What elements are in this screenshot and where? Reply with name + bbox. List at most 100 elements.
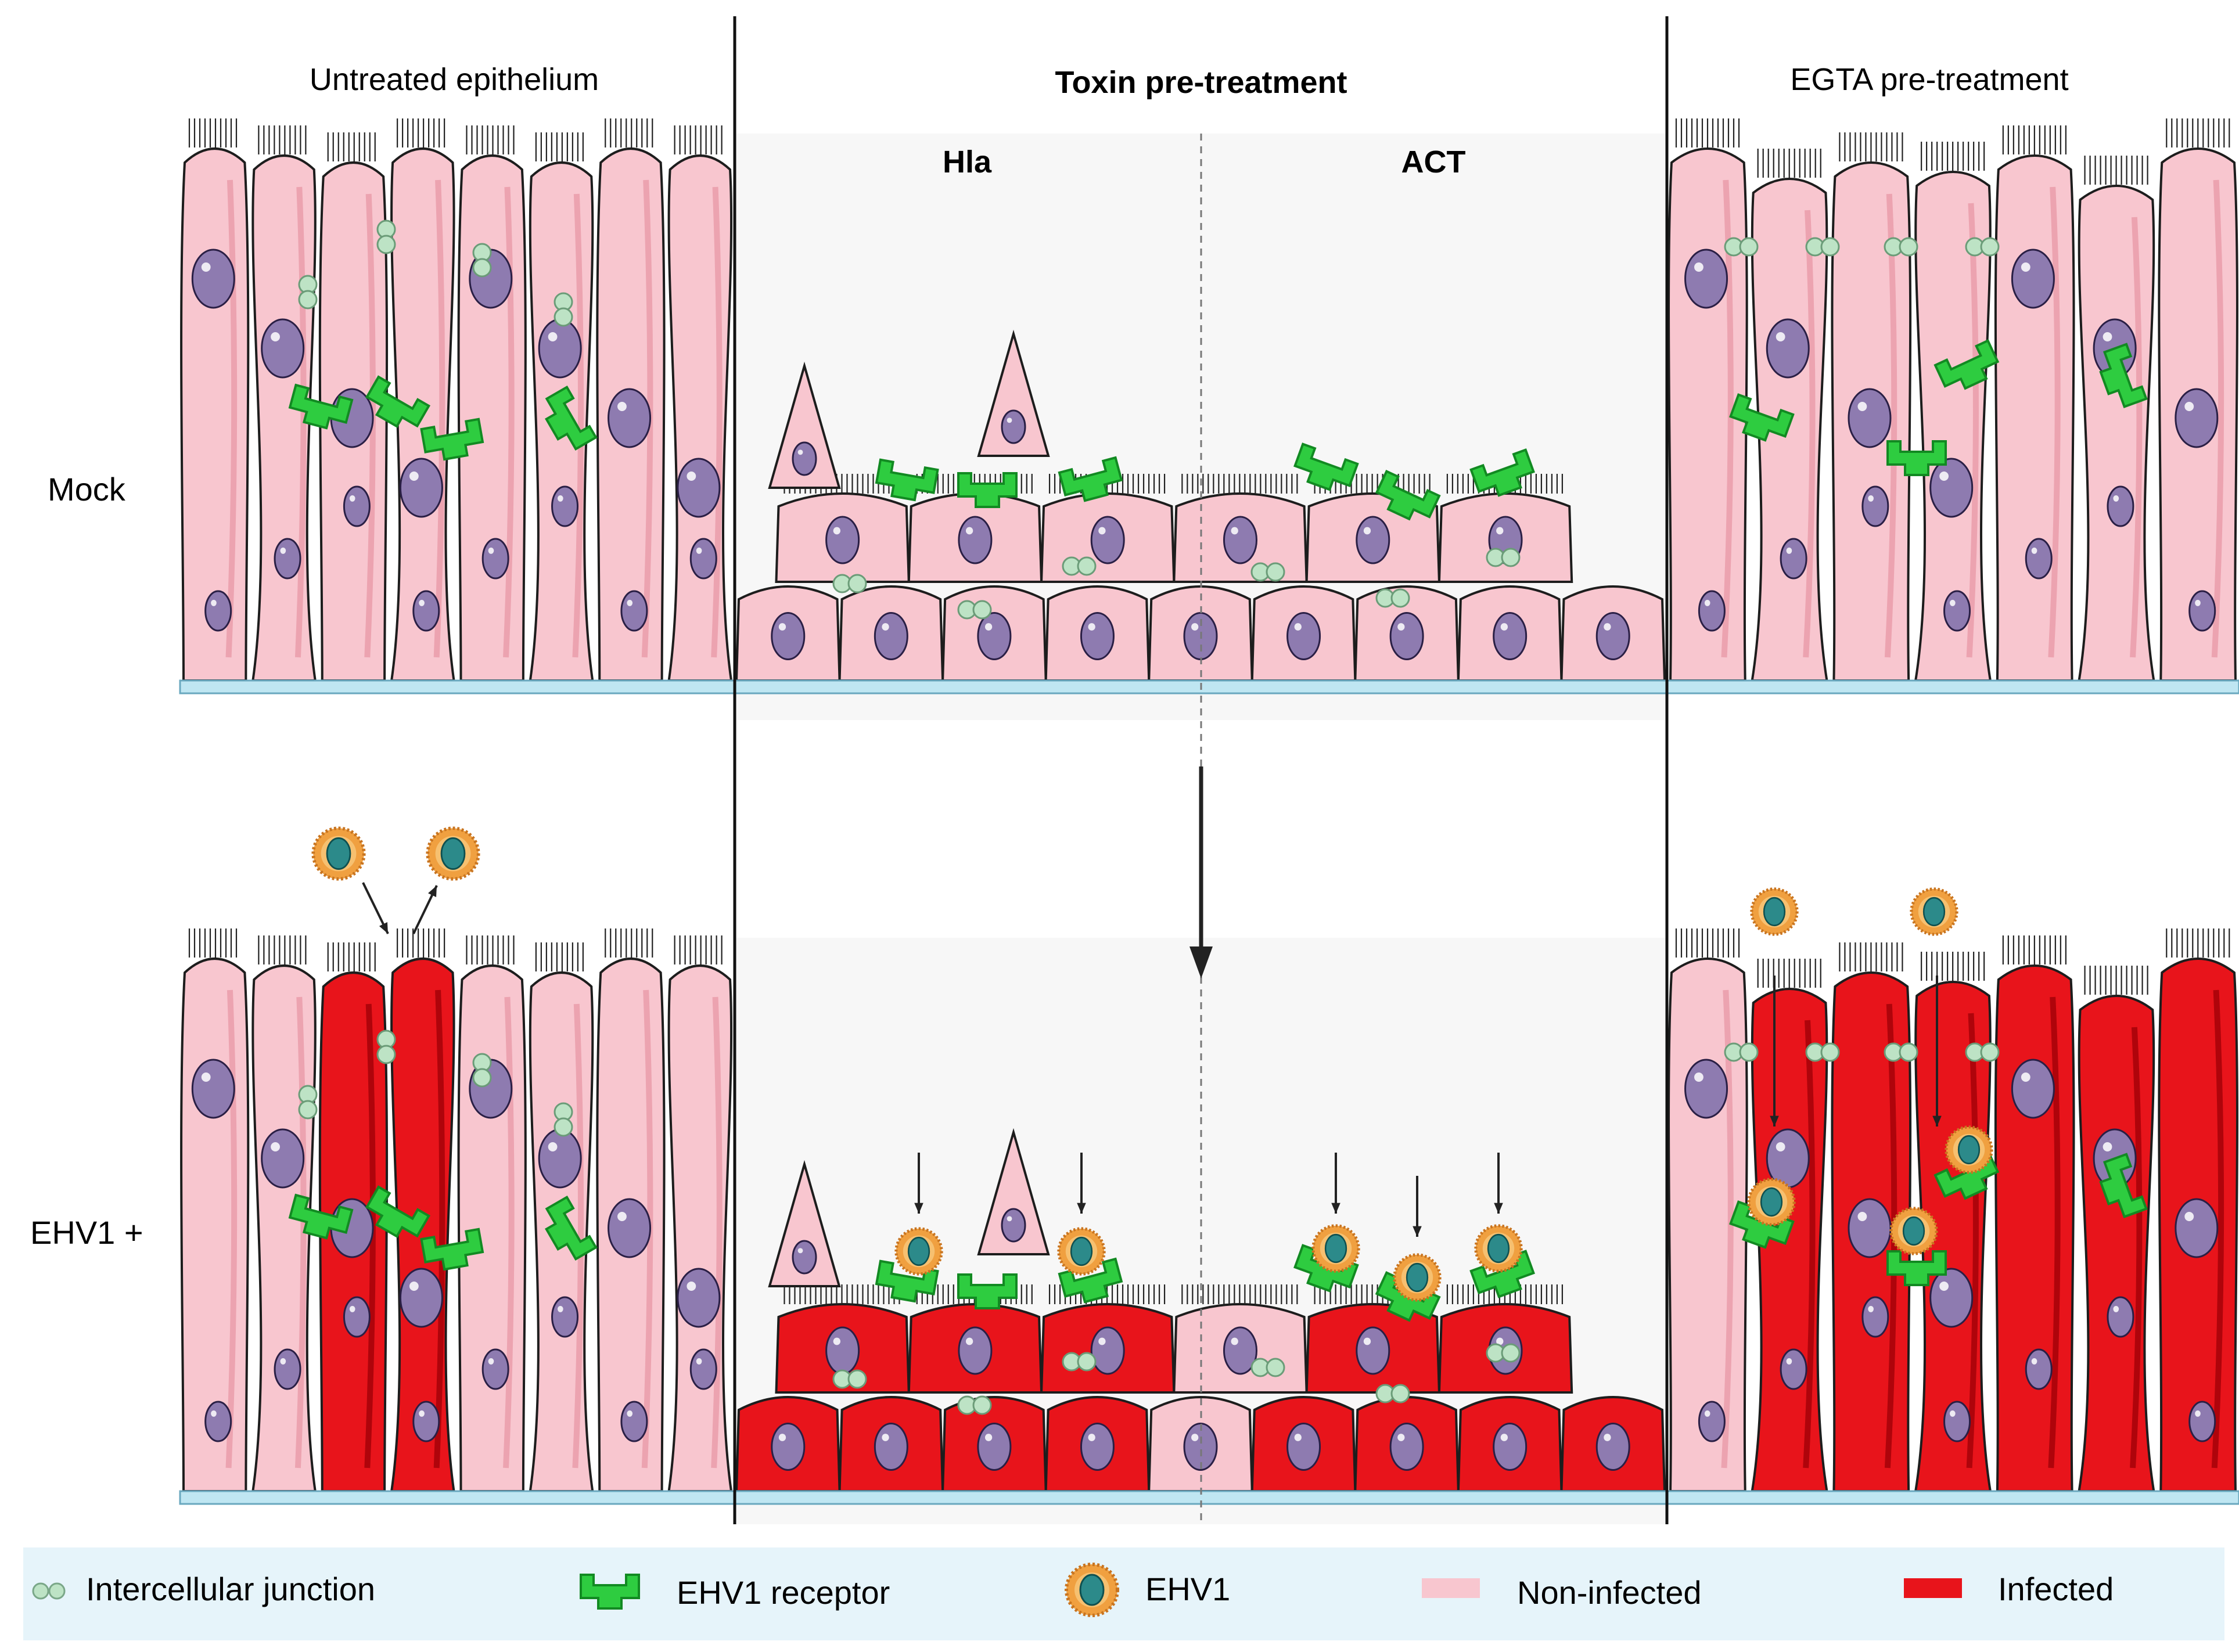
- entry-arrow-head: [1494, 1203, 1503, 1214]
- nucleus: [261, 1128, 305, 1189]
- nucleus: [825, 516, 860, 564]
- nucleus-highlight: [833, 1337, 840, 1345]
- nucleus: [551, 485, 579, 527]
- ehv1-receptor: [288, 1193, 354, 1240]
- noninfected-swatch: [1422, 1578, 1480, 1598]
- intercellular-junction: [1375, 588, 1410, 608]
- nucleus-highlight: [1776, 332, 1785, 341]
- intercellular-junction: [1884, 237, 1918, 257]
- detached-cell: [977, 329, 1050, 457]
- legend-bar: [23, 1547, 2224, 1640]
- cilia: [188, 928, 238, 958]
- nucleus-highlight: [965, 1337, 973, 1345]
- cilia: [1839, 942, 1903, 971]
- intercellular-junction: [1884, 1042, 1918, 1062]
- receptor-body: [2099, 1153, 2148, 1218]
- nucleus-highlight: [1294, 623, 1302, 631]
- cilia: [2002, 125, 2067, 154]
- intercellular-junction: [1062, 1352, 1097, 1372]
- nucleus: [399, 458, 443, 518]
- heading-egta: EGTA pre-treatment: [1790, 62, 2068, 97]
- nucleus-highlight: [1704, 1410, 1710, 1417]
- nucleus: [1389, 612, 1424, 660]
- basement-membrane-bottom: [179, 1490, 2239, 1505]
- cilia: [674, 125, 723, 154]
- ehv1-receptor: [1886, 1250, 1947, 1286]
- ehv1-receptor: [2099, 343, 2148, 408]
- cell-shading: [1884, 193, 1897, 658]
- nucleus-highlight: [211, 599, 217, 606]
- junction-dot: [472, 1068, 492, 1088]
- virus-icon: [1065, 1563, 1119, 1617]
- nucleus: [1943, 1401, 1971, 1442]
- nucleus: [1389, 1423, 1424, 1471]
- cilia: [188, 118, 238, 147]
- basement-membrane-top: [179, 679, 2239, 694]
- nucleus-highlight: [1776, 1142, 1785, 1151]
- receptor-body: [1058, 1257, 1123, 1304]
- nucleus: [1861, 1296, 1889, 1338]
- intercellular-junction: [298, 1085, 318, 1120]
- cilia: [605, 118, 653, 147]
- nucleus: [412, 590, 440, 632]
- nucleus: [1001, 1208, 1026, 1243]
- cell-shading: [1966, 203, 1979, 658]
- receptor-body: [545, 385, 598, 451]
- intercellular-junction: [1486, 548, 1521, 567]
- nucleus: [689, 538, 717, 580]
- nucleus-highlight: [778, 623, 786, 631]
- nucleus: [2188, 590, 2216, 632]
- nucleus-highlight: [271, 1142, 280, 1151]
- nucleus-highlight: [349, 1305, 355, 1312]
- nucleus-highlight: [797, 449, 803, 455]
- egta-mock-epithelium: [1667, 118, 2238, 682]
- nucleus-highlight: [1786, 547, 1792, 554]
- heading-toxin: Toxin pre-treatment: [1055, 65, 1347, 100]
- nucleus: [481, 1348, 509, 1390]
- nucleus: [2188, 1401, 2216, 1442]
- junction-dot: [847, 1369, 867, 1389]
- virion-capsid: [1957, 1135, 1981, 1165]
- ehv1-receptor: [365, 1185, 431, 1238]
- virion-capsid: [907, 1236, 930, 1266]
- nucleus: [792, 1240, 817, 1275]
- cilia: [397, 928, 445, 958]
- junction-dot: [1266, 562, 1285, 582]
- cell-shading: [433, 179, 445, 658]
- entry-arrow-head: [427, 886, 437, 897]
- intercellular-junction: [1724, 1042, 1759, 1062]
- cilia: [258, 125, 307, 154]
- nucleus-highlight: [1397, 623, 1405, 631]
- transition-arrow-head: [1189, 946, 1213, 978]
- nucleus: [538, 1128, 582, 1189]
- virion-capsid: [326, 837, 351, 870]
- ehv1-receptor: [545, 385, 598, 451]
- nucleus: [343, 1296, 371, 1338]
- junction-dot: [1390, 1384, 1410, 1403]
- virion-capsid: [1406, 1262, 1429, 1293]
- cell-shading: [1803, 210, 1816, 658]
- entry-arrow-head: [1770, 1115, 1779, 1126]
- nucleus: [2025, 538, 2053, 580]
- nucleus-highlight: [687, 1282, 696, 1291]
- infected-columnar-cell: [2078, 995, 2155, 1492]
- nucleus: [412, 1401, 440, 1442]
- intercellular-junction: [554, 1102, 573, 1137]
- receptor-body: [875, 1259, 939, 1303]
- junction-dot: [1980, 237, 2000, 257]
- nucleus-highlight: [1363, 527, 1371, 535]
- nucleus-highlight: [1857, 1212, 1867, 1221]
- ehv1-receptor: [365, 375, 431, 428]
- nucleus-highlight: [2184, 1212, 2194, 1221]
- ehv1-virion: [1393, 1253, 1442, 1302]
- nucleus-highlight: [2195, 599, 2201, 606]
- nucleus: [771, 612, 806, 660]
- virion-capsid: [1070, 1236, 1093, 1266]
- untreated-mock-epithelium: [180, 118, 733, 682]
- untreated-ehv1-epithelium: [180, 826, 733, 1492]
- cell-shading: [503, 996, 515, 1469]
- ehv1-receptor: [1729, 393, 1795, 442]
- intercellular-junction: [376, 219, 396, 254]
- nucleus-highlight: [1363, 1337, 1371, 1345]
- nucleus-highlight: [2031, 1358, 2037, 1365]
